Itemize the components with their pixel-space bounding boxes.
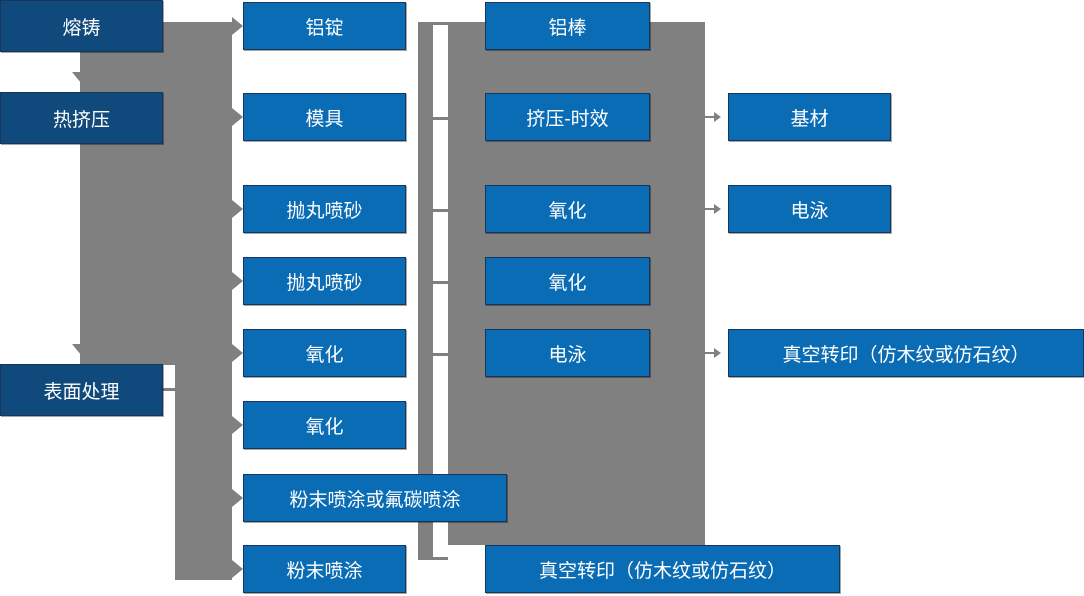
input-node-shot-blasting-1[interactable]: 抛丸喷砂: [243, 185, 406, 233]
output-node-label: 基材: [790, 108, 829, 130]
stage-node-label: 熔铸: [62, 17, 101, 39]
output-node-label: 真空转印（仿木纹或仿石纹）: [782, 344, 1030, 366]
input-node-mold[interactable]: 模具: [243, 93, 406, 141]
input-node-label: 氧化: [305, 344, 344, 366]
connector-arrow-down: [72, 72, 90, 83]
input-node-label: 模具: [305, 108, 344, 130]
arrow-to-electrophoresis: [700, 204, 721, 214]
connector-arrow-down: [72, 344, 90, 355]
output-node-vacuum-transfer-printing[interactable]: 真空转印（仿木纹或仿石纹）: [728, 329, 1084, 377]
operation-node-oxidation-2[interactable]: 氧化: [485, 257, 650, 305]
arrow-to-vacuum-transfer: [700, 348, 721, 358]
operation-node-electrophoresis[interactable]: 电泳: [485, 329, 650, 377]
input-node-label: 抛丸喷砂: [286, 200, 363, 222]
input-node-oxidation-2[interactable]: 氧化: [243, 401, 406, 449]
operation-node-label: 电泳: [548, 344, 587, 366]
output-node-substrate[interactable]: 基材: [728, 93, 891, 141]
input-node-powder-or-fluorocarbon-coating[interactable]: 粉末喷涂或氟碳喷涂: [243, 474, 507, 522]
input-node-label: 抛丸喷砂: [286, 272, 363, 294]
operation-node-label: 氧化: [548, 272, 587, 294]
operation-node-oxidation-1[interactable]: 氧化: [485, 185, 650, 233]
output-node-label: 电泳: [790, 200, 829, 222]
input-node-shot-blasting-2[interactable]: 抛丸喷砂: [243, 257, 406, 305]
stage-node-melting-casting[interactable]: 熔铸: [0, 0, 163, 52]
operation-node-label: 氧化: [548, 200, 587, 222]
stage-node-surface-treatment[interactable]: 表面处理: [0, 364, 163, 416]
operation-node-aluminum-bar[interactable]: 铝棒: [485, 2, 650, 50]
arrow-to-substrate: [700, 112, 721, 122]
input-node-aluminum-ingot[interactable]: 铝锭: [243, 2, 406, 50]
operation-node-label: 挤压-时效: [526, 108, 609, 130]
operation-node-extrusion-aging[interactable]: 挤压-时效: [485, 93, 650, 141]
operation-node-label: 真空转印（仿木纹或仿石纹）: [538, 560, 786, 582]
input-node-label: 粉末喷涂: [286, 560, 363, 582]
input-node-label: 铝锭: [305, 17, 344, 39]
stage-node-label: 表面处理: [43, 381, 120, 403]
input-node-oxidation-1[interactable]: 氧化: [243, 329, 406, 377]
input-node-label: 粉末喷涂或氟碳喷涂: [289, 489, 461, 511]
input-node-label: 氧化: [305, 416, 344, 438]
stage-node-label: 热挤压: [52, 109, 110, 131]
stage-node-hot-extrusion[interactable]: 热挤压: [0, 92, 163, 144]
operation-node-vacuum-transfer-printing[interactable]: 真空转印（仿木纹或仿石纹）: [485, 545, 840, 593]
output-node-electrophoresis[interactable]: 电泳: [728, 185, 891, 233]
input-node-powder-coating[interactable]: 粉末喷涂: [243, 545, 406, 593]
operation-node-label: 铝棒: [548, 17, 587, 39]
